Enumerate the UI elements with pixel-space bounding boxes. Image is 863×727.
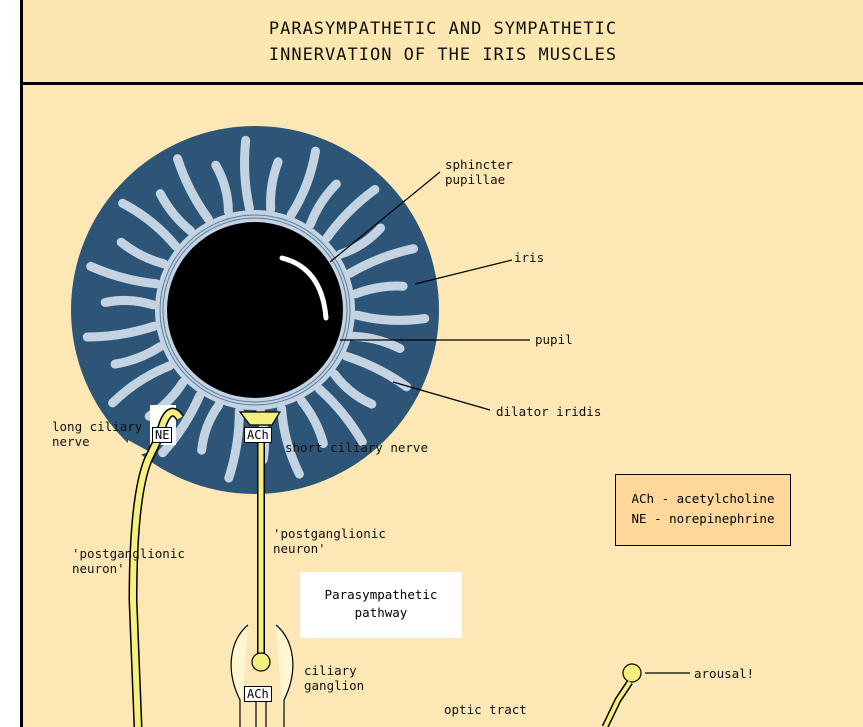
legend-ne: NE - norepinephrine <box>616 509 790 529</box>
ciliary-ganglion-line-2: ganglion <box>304 678 364 693</box>
postganglionic-left-line-2: neuron' <box>72 561 185 576</box>
ach-tag-bottom: ACh <box>244 686 272 702</box>
ciliary-ganglion-label: ciliary ganglion <box>304 663 364 693</box>
arousal-label: arousal! <box>694 666 754 681</box>
long-ciliary-label-line-2: nerve <box>52 434 142 449</box>
dilator-stripe <box>105 300 153 304</box>
ciliary-ganglion-line-1: ciliary <box>304 663 364 678</box>
postganglionic-center-line-2: neuron' <box>273 541 386 556</box>
arousal-axon <box>605 682 630 727</box>
long-ciliary-label-line-1: long ciliary <box>52 419 142 434</box>
sphincter-label-line-2: pupillae <box>445 172 513 187</box>
ne-tag: NE <box>152 427 172 443</box>
pathway-box-line-2: pathway <box>300 604 462 622</box>
optic-tract-label: optic tract <box>444 702 527 717</box>
pathway-box: Parasympathetic pathway <box>300 572 462 638</box>
dilator-stripe <box>357 315 425 320</box>
pathway-box-line-1: Parasympathetic <box>300 586 462 604</box>
ciliary-ganglion-cell <box>252 653 270 671</box>
ach-tag-top: ACh <box>244 427 272 443</box>
sphincter-label: sphincter pupillae <box>445 157 513 187</box>
dilator-stripe <box>245 140 250 208</box>
sphincter-label-line-1: sphincter <box>445 157 513 172</box>
postganglionic-left-label: 'postganglionic neuron' <box>72 546 185 576</box>
dilator-label: dilator iridis <box>496 404 601 419</box>
arousal-neuron-cell <box>623 664 641 682</box>
long-ciliary-label: long ciliary nerve <box>52 419 142 449</box>
pupil-disc <box>167 222 343 398</box>
short-ciliary-label: short ciliary nerve <box>285 440 428 455</box>
postganglionic-left-line-1: 'postganglionic <box>72 546 185 561</box>
legend-box: ACh - acetylcholine NE - norepinephrine <box>615 474 791 546</box>
pupil-label: pupil <box>535 332 573 347</box>
legend-ach: ACh - acetylcholine <box>616 489 790 509</box>
postganglionic-center-label: 'postganglionic neuron' <box>273 526 386 556</box>
iris-label: iris <box>514 250 544 265</box>
postganglionic-center-line-1: 'postganglionic <box>273 526 386 541</box>
